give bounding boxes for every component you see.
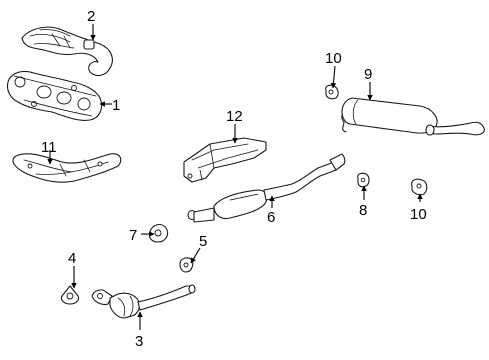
hanger-upper	[325, 84, 339, 100]
hanger-mid	[357, 172, 370, 188]
callout-9: 9	[364, 66, 372, 83]
heat-shield-upper	[21, 26, 113, 77]
gasket	[148, 223, 169, 243]
callout-3: 3	[135, 333, 143, 350]
hanger-lower	[411, 178, 428, 196]
callout-11: 11	[41, 139, 57, 156]
flange-gasket	[60, 285, 80, 305]
front-pipe-converter	[91, 284, 196, 319]
callout-labels: 2 1 3 4 5 6 7 8 9 10 10 11 12	[41, 8, 427, 350]
exhaust-manifold	[6, 70, 103, 121]
callout-6: 6	[267, 209, 275, 226]
heat-shield-lower	[12, 153, 122, 183]
callout-2: 2	[87, 8, 95, 25]
callout-7: 7	[129, 227, 137, 244]
callout-1: 1	[112, 97, 120, 114]
callout-12: 12	[226, 108, 243, 125]
callout-10-lower: 10	[410, 206, 427, 223]
callout-8: 8	[359, 202, 367, 219]
leader-lines	[47, 24, 423, 330]
gasket-small	[179, 257, 194, 273]
catalyst-heat-shield	[183, 137, 267, 183]
callout-5: 5	[199, 233, 207, 250]
callout-10-upper: 10	[325, 50, 342, 67]
callout-4: 4	[68, 250, 76, 267]
muffler-tailpipe	[341, 97, 485, 136]
intermediate-pipe	[187, 153, 346, 223]
